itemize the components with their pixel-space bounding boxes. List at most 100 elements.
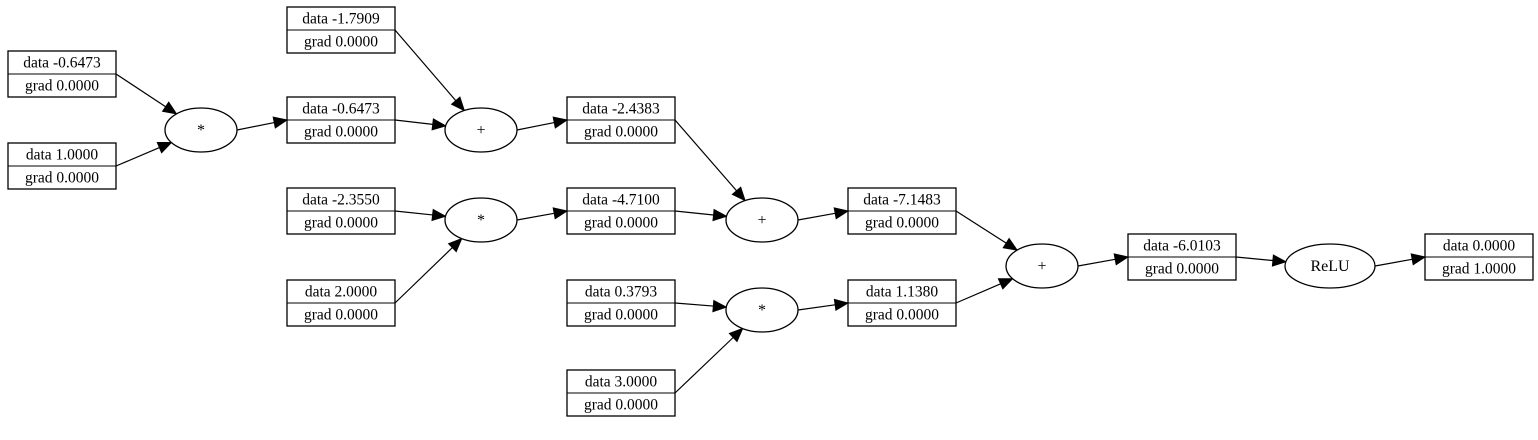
edge-line [115, 73, 166, 108]
op-node: ReLU [1284, 243, 1376, 289]
edge-line [394, 119, 433, 125]
op-node-ellipse [1005, 243, 1079, 289]
value-grad-label: grad 0.0000 [584, 307, 658, 324]
op-node: * [164, 107, 238, 153]
value-data-label: data 0.0000 [1443, 238, 1516, 255]
arrowhead-icon [1410, 253, 1427, 266]
value-grad-label: grad 0.0000 [584, 215, 658, 232]
arrowhead-icon [728, 327, 744, 343]
value-grad-label: grad 0.0000 [584, 124, 658, 141]
edge-arrow [236, 116, 289, 131]
edge-line [674, 210, 714, 216]
edge-line [674, 302, 714, 307]
value-grad-label: grad 0.0000 [25, 78, 99, 95]
value-data-label: data -0.6473 [302, 101, 380, 118]
value-data-label: data -4.7100 [582, 192, 660, 209]
value-data-label: data 1.1380 [866, 284, 939, 301]
value-data-label: data 3.0000 [585, 374, 658, 391]
value-data-label: data -2.3550 [302, 192, 380, 209]
edge-arrow [1374, 253, 1427, 267]
value-grad-label: grad 0.0000 [304, 124, 378, 141]
op-node-ellipse [444, 197, 518, 243]
arrowhead-icon [997, 278, 1014, 290]
edge-arrow [394, 208, 447, 222]
edge-line [674, 337, 734, 394]
edge-line [1235, 256, 1273, 262]
value-grad-label: grad 1.0000 [1442, 261, 1516, 278]
op-node: * [444, 197, 518, 243]
op-node-ellipse [164, 107, 238, 153]
edge-arrow [1235, 254, 1288, 267]
arrowhead-icon [552, 207, 569, 220]
value-grad-label: grad 0.0000 [304, 307, 378, 324]
op-node: * [725, 287, 799, 333]
arrowhead-icon [431, 208, 447, 222]
edge-line [797, 304, 836, 311]
edge-line [115, 147, 160, 167]
edge-arrow [394, 237, 463, 304]
edge-line [236, 121, 275, 131]
value-data-label: data 2.0000 [305, 284, 378, 301]
value-node: data 0.0000 grad 1.0000 [1424, 233, 1534, 281]
value-data-label: data 0.3793 [585, 284, 658, 301]
edge-arrow [955, 278, 1014, 304]
edge-arrow [674, 299, 728, 313]
arrowhead-icon [1271, 254, 1288, 267]
op-node-ellipse [1284, 243, 1376, 289]
value-node: data -1.7909 grad 0.0000 [286, 6, 396, 54]
edge-arrow [674, 327, 744, 394]
op-node-ellipse [725, 197, 799, 243]
value-data-label: data -0.6473 [23, 55, 101, 72]
edge-line [394, 29, 457, 102]
edge-arrow [797, 298, 850, 312]
arrowhead-icon [156, 142, 173, 154]
arrowhead-icon [450, 96, 466, 112]
op-label: * [197, 122, 205, 139]
value-grad-label: grad 0.0000 [25, 170, 99, 187]
op-node-ellipse [725, 287, 799, 333]
edge-line [955, 210, 1007, 244]
op-label: ReLU [1310, 258, 1350, 275]
edge-arrow [115, 142, 173, 167]
edge-line [394, 247, 453, 304]
edge-line [797, 212, 836, 221]
value-node: data -0.6473 grad 0.0000 [7, 50, 117, 98]
edge-arrow [674, 208, 728, 222]
op-label: * [477, 212, 485, 229]
arrowhead-icon [712, 299, 728, 313]
edge-arrow [394, 29, 466, 112]
op-node: + [444, 107, 518, 153]
value-data-label: data -1.7909 [302, 11, 380, 28]
op-node-ellipse [444, 107, 518, 153]
edge-line [674, 119, 738, 192]
op-label: * [758, 302, 766, 319]
value-grad-label: grad 0.0000 [304, 215, 378, 232]
edge-line [516, 212, 555, 221]
op-label: + [476, 122, 485, 139]
arrowhead-icon [552, 116, 569, 129]
edges [115, 29, 1427, 394]
op-label: + [1037, 258, 1046, 275]
edge-line [516, 121, 555, 131]
value-grad-label: grad 0.0000 [865, 215, 939, 232]
edge-arrow [115, 73, 178, 115]
value-grad-label: grad 0.0000 [304, 34, 378, 51]
op-label: + [757, 212, 766, 229]
arrowhead-icon [712, 208, 728, 222]
value-node: data -2.3550 grad 0.0000 [286, 187, 396, 235]
arrowhead-icon [731, 186, 746, 202]
value-data-label: data -2.4383 [582, 101, 660, 118]
edge-arrow [516, 116, 569, 131]
arrowhead-icon [1113, 253, 1130, 266]
value-grad-label: grad 0.0000 [1145, 261, 1219, 278]
edge-line [1077, 258, 1116, 267]
arrowhead-icon [833, 298, 850, 312]
arrowhead-icon [1002, 237, 1019, 251]
value-node: data -2.4383 grad 0.0000 [566, 96, 676, 144]
